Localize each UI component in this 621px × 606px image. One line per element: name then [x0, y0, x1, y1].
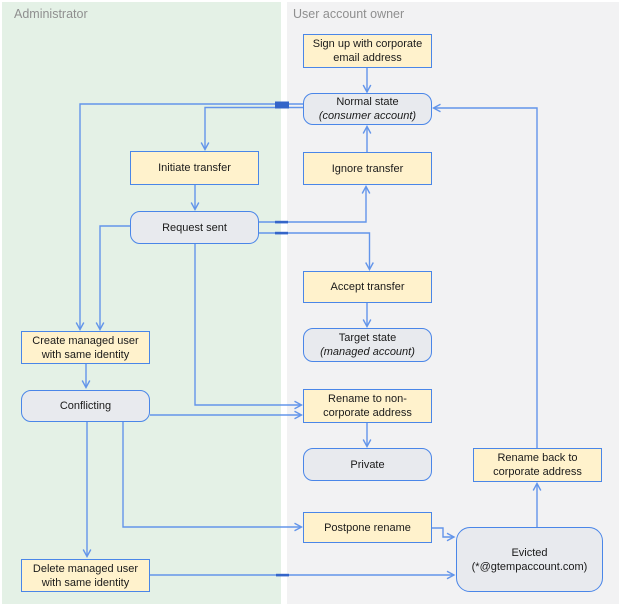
node-normal-state: Normal state (consumer account): [303, 93, 432, 125]
node-request-sent: Request sent: [130, 211, 259, 244]
node-create-managed-user: Create managed user with same identity: [21, 331, 150, 364]
node-initiate-transfer: Initiate transfer: [130, 151, 259, 185]
swimlane-administrator-label: Administrator: [14, 7, 88, 21]
node-private: Private: [303, 448, 432, 481]
node-rename-to-non-corporate: Rename to non- corporate address: [303, 389, 432, 423]
node-conflicting: Conflicting: [21, 390, 150, 422]
node-rename-back-to-corporate: Rename back to corporate address: [473, 448, 602, 482]
swimlane-administrator: [2, 2, 281, 604]
node-signup-corporate-email: Sign up with corporate email address: [303, 34, 432, 68]
node-target-state: Target state (managed account): [303, 328, 432, 362]
node-postpone-rename: Postpone rename: [303, 512, 432, 543]
node-accept-transfer: Accept transfer: [303, 271, 432, 303]
node-delete-managed-user: Delete managed user with same identity: [21, 559, 150, 592]
node-ignore-transfer: Ignore transfer: [303, 152, 432, 185]
node-evicted: Evicted (*@gtempaccount.com): [456, 527, 603, 592]
swimlane-user-account-owner-label: User account owner: [293, 7, 405, 21]
